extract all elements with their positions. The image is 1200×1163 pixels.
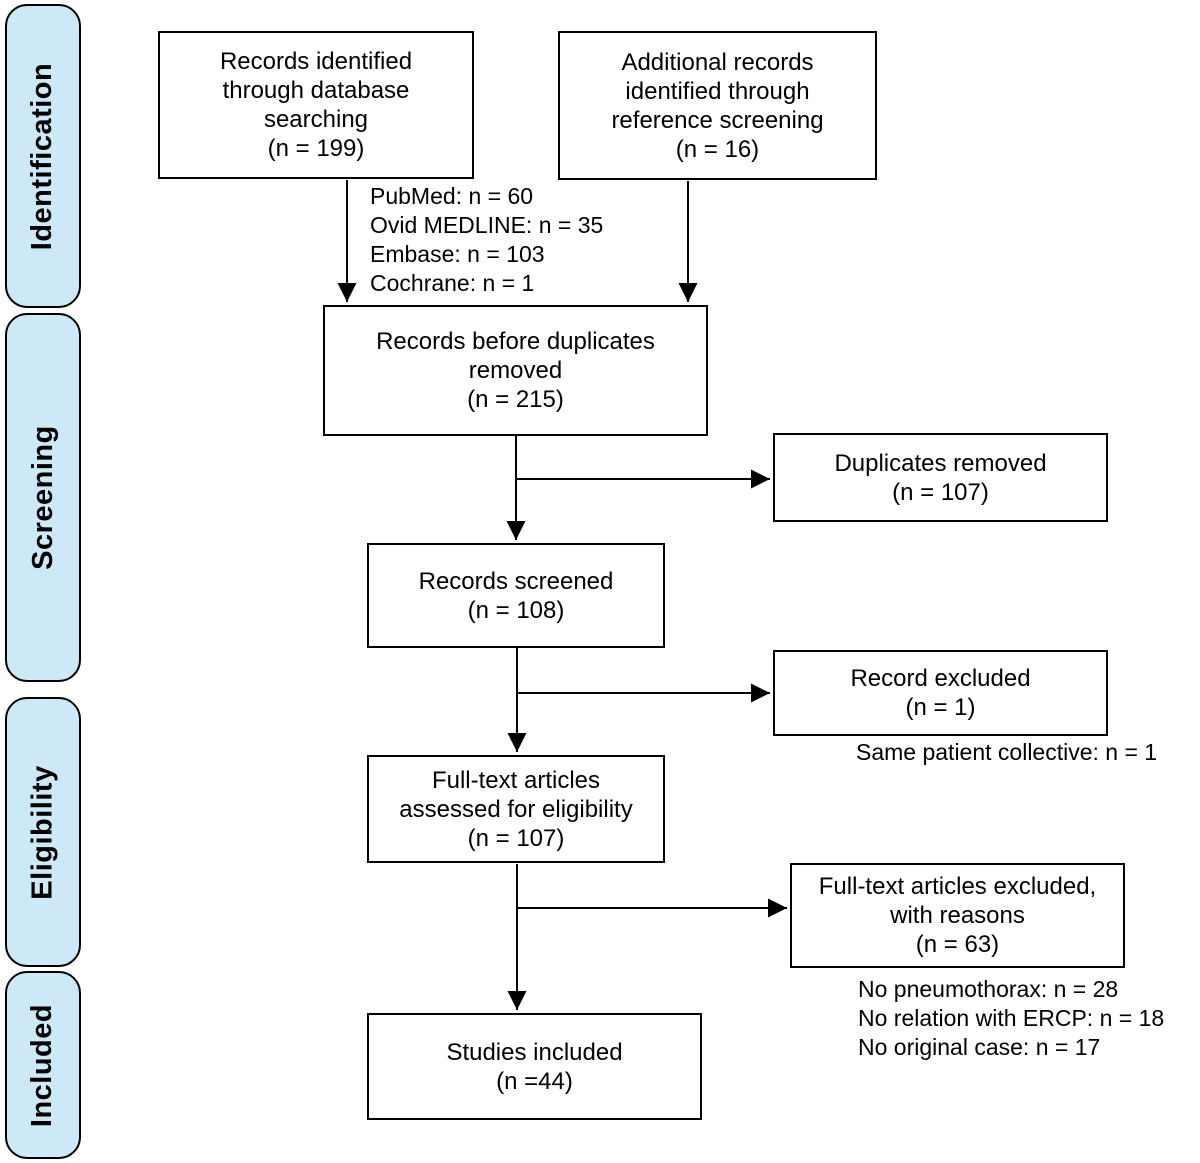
note-database-breakdown: PubMed: n = 60 Ovid MEDLINE: n = 35 Emba… bbox=[370, 183, 604, 296]
phase-eligibility-label: Eligibility bbox=[26, 764, 59, 900]
note-screening-exclusion-reason: Same patient collective: n = 1 bbox=[856, 739, 1158, 765]
phase-identification-label: Identification bbox=[26, 62, 59, 250]
box-record-excluded: Record excluded (n = 1) bbox=[773, 650, 1108, 736]
box-fulltext-assessed: Full-text articles assessed for eligibil… bbox=[367, 755, 665, 863]
phase-eligibility: Eligibility bbox=[5, 697, 81, 967]
box-additional-records: Additional records identified through re… bbox=[558, 31, 877, 180]
box-records-screened: Records screened (n = 108) bbox=[367, 543, 665, 648]
phase-included: Included bbox=[5, 971, 81, 1159]
phase-screening-label: Screening bbox=[26, 425, 59, 570]
box-records-before-duplicates: Records before duplicates removed (n = 2… bbox=[323, 305, 708, 436]
phase-screening: Screening bbox=[5, 313, 81, 682]
box-fulltext-excluded: Full-text articles excluded, with reason… bbox=[790, 863, 1125, 968]
note-fulltext-exclusion-reasons: No pneumothorax: n = 28 No relation with… bbox=[858, 976, 1165, 1060]
phase-identification: Identification bbox=[5, 4, 81, 308]
box-duplicates-removed: Duplicates removed (n = 107) bbox=[773, 433, 1108, 522]
box-studies-included: Studies included (n =44) bbox=[367, 1013, 702, 1120]
phase-included-label: Included bbox=[26, 1003, 59, 1127]
box-records-identified: Records identified through database sear… bbox=[158, 31, 474, 179]
